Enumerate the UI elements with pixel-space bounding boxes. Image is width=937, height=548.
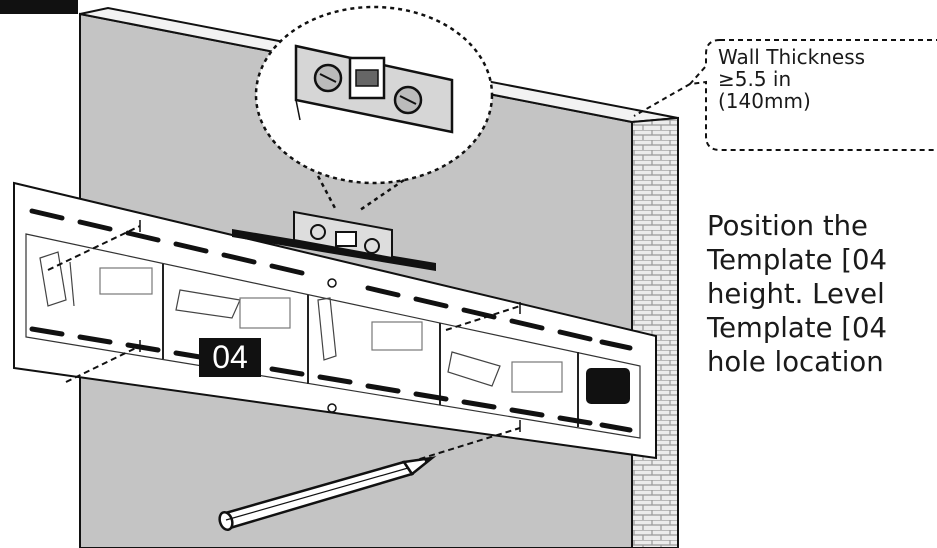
instruction-text: Position the Template [04 height. Level …	[707, 209, 887, 379]
mounting-template	[13, 181, 657, 460]
wall-thickness-line-2: ≥5.5 in	[718, 67, 792, 91]
wall-thickness-label: Wall Thickness ≥5.5 in (140mm)	[718, 46, 865, 112]
corner-marker	[0, 0, 78, 14]
instruction-line-5: hole location	[707, 346, 884, 378]
wall-thickness-callout-box	[687, 39, 937, 151]
step-number-badge: 04	[199, 338, 261, 377]
pencil-icon	[218, 456, 437, 532]
wall-thickness-line-1: Wall Thickness	[718, 45, 866, 69]
instruction-line-3: height. Level	[707, 278, 885, 310]
wall-thickness-line-3: (140mm)	[718, 89, 811, 113]
magnified-level-icon	[294, 44, 454, 134]
template-header-strip	[232, 229, 436, 271]
instruction-line-2: Template [04	[707, 244, 887, 276]
instruction-line-1: Position the	[707, 210, 868, 242]
bubble-level-icon	[293, 210, 393, 260]
instruction-line-4: Template [04	[707, 312, 887, 344]
